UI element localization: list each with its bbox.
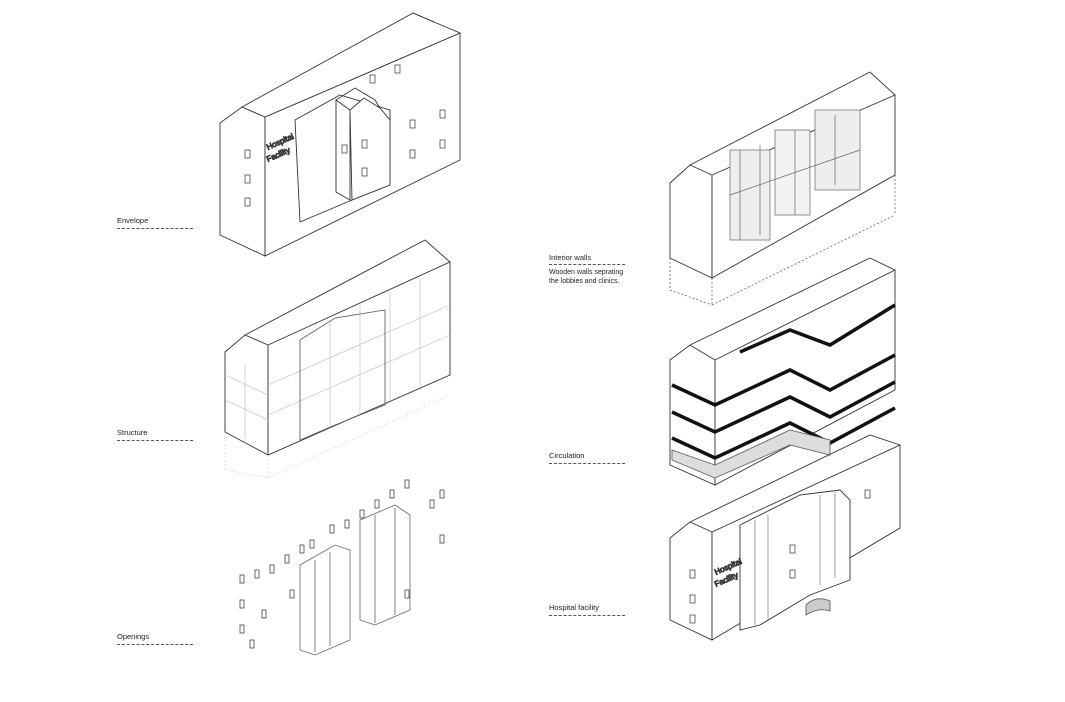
hospital-facility-model: Hospital Facility bbox=[669, 434, 901, 641]
structure-label: Structure bbox=[117, 428, 148, 437]
structure-dashline bbox=[117, 440, 193, 441]
interior-walls-dashline bbox=[549, 264, 625, 265]
hospital-facility-dashline bbox=[549, 615, 625, 616]
circulation-model bbox=[669, 257, 896, 486]
hospital-facility-label: Hospital facility bbox=[549, 603, 600, 612]
circulation-label: Circulation bbox=[549, 451, 585, 460]
interior-walls-note-line2: the lobbies and clinics. bbox=[549, 277, 620, 285]
interior-walls-model bbox=[669, 71, 896, 306]
structure-model bbox=[224, 239, 451, 479]
envelope-dashline bbox=[117, 228, 193, 229]
envelope-model: Hospital Facility bbox=[219, 12, 462, 257]
openings-dashline bbox=[117, 644, 193, 645]
interior-walls-label: Interior walls bbox=[549, 253, 592, 262]
interior-walls-note: Wooden walls seprating the lobbies and c… bbox=[549, 269, 639, 286]
circulation-dashline bbox=[549, 463, 625, 464]
openings-model bbox=[239, 479, 445, 656]
envelope-label: Envelope bbox=[117, 216, 149, 225]
interior-walls-note-line1: Wooden walls seprating bbox=[549, 269, 624, 276]
openings-label: Openings bbox=[117, 632, 150, 641]
